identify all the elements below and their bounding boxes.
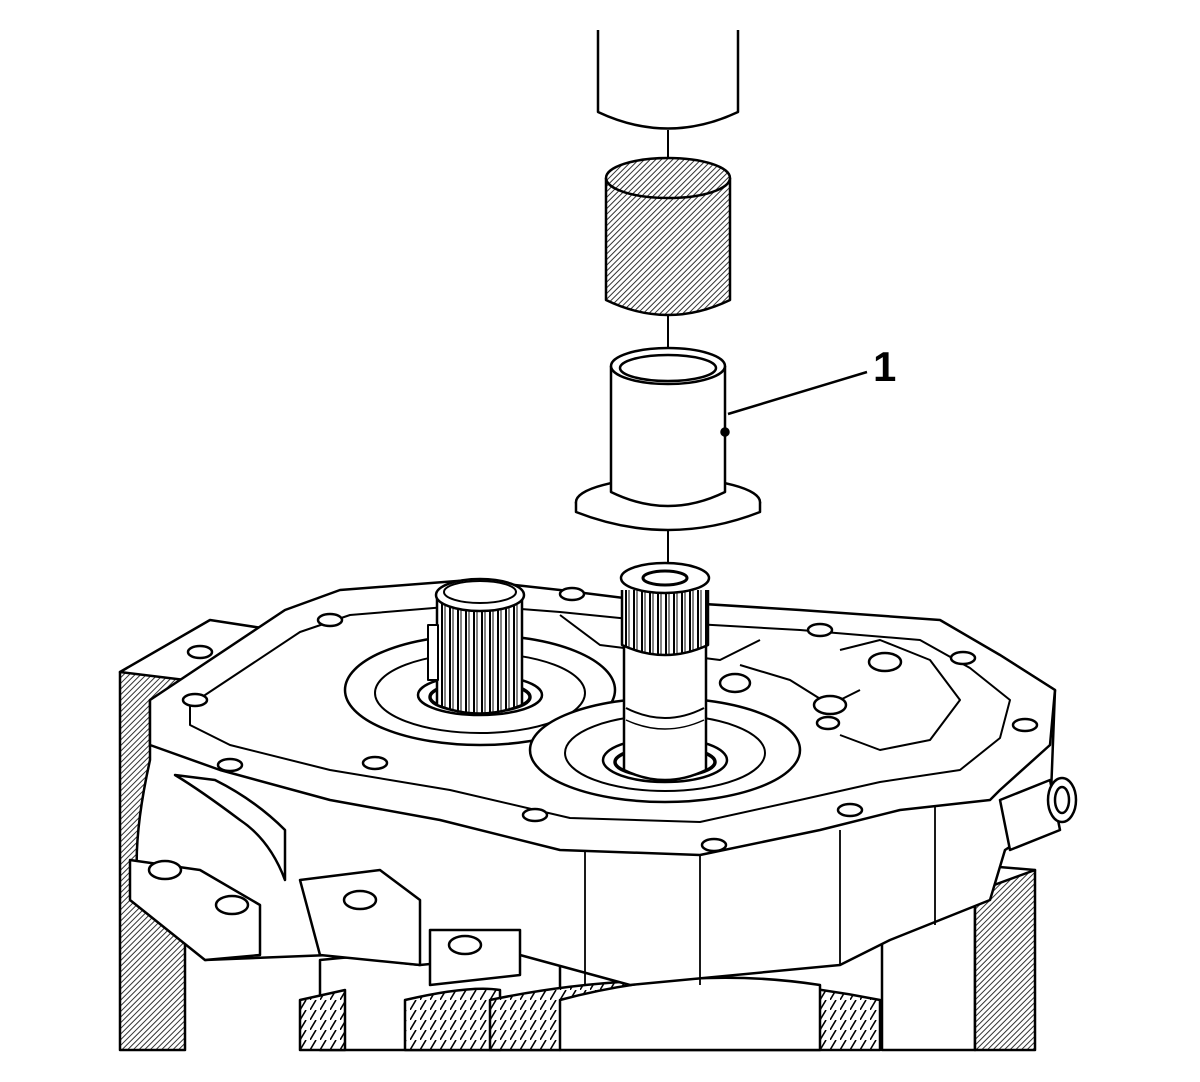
left-splined-shaft	[427, 577, 526, 715]
transmission-case	[128, 578, 1078, 987]
flanged-bushing	[574, 346, 762, 532]
lower-gears	[298, 951, 882, 1052]
press-ram	[596, 30, 740, 130]
callout-number: 1	[873, 343, 897, 390]
right-output-shaft	[619, 561, 711, 782]
callout-leader	[727, 370, 868, 416]
installer-adapter	[604, 156, 732, 317]
